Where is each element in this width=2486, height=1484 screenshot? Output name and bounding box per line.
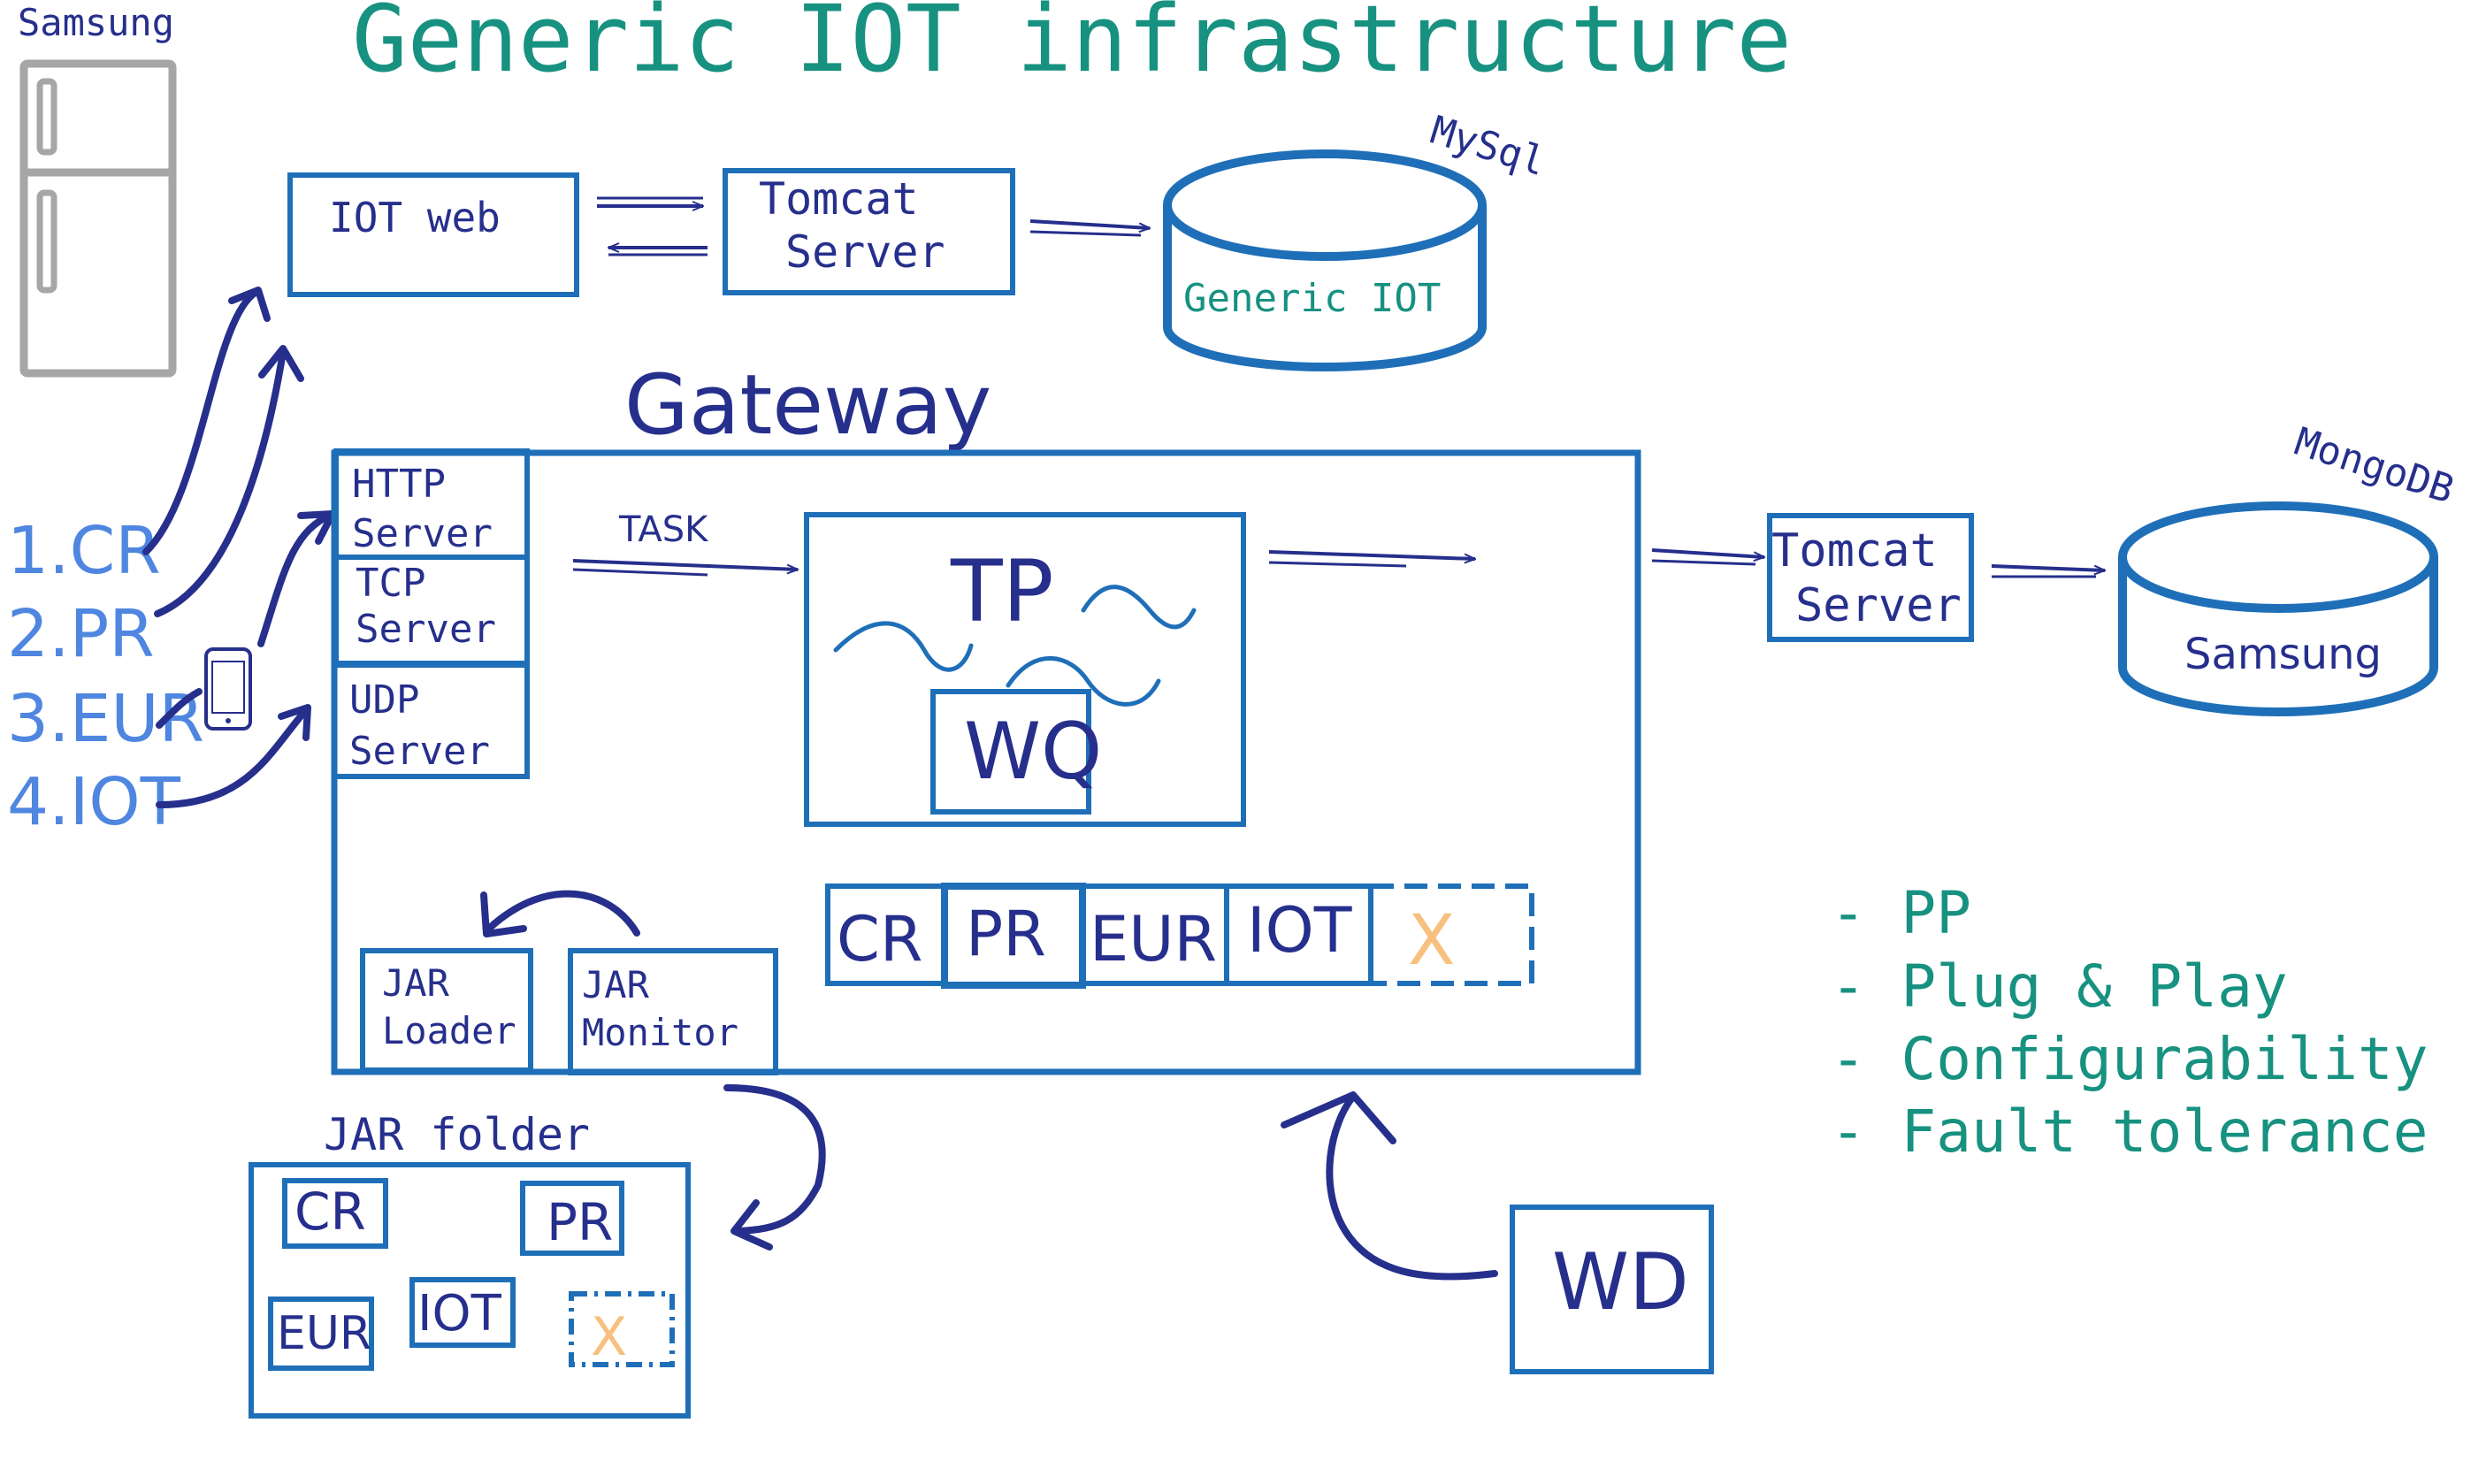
mongodb-database-icon <box>2118 501 2438 716</box>
plugin-x-label: X <box>1408 901 1455 981</box>
plugin-pr-label: PR <box>966 898 1046 970</box>
request-pr: 2.PR <box>7 596 155 672</box>
jar-folder-box <box>249 1162 691 1419</box>
jar-iot-label: IOT <box>417 1285 502 1342</box>
plugin-eur-label: EUR <box>1090 903 1217 975</box>
monitor-to-loader-arrow <box>487 890 640 937</box>
jar-loader-line1: JAR <box>382 961 450 1005</box>
watchdog-to-gateway-arrow <box>1326 1093 1498 1281</box>
eur-to-http-arrow <box>257 511 335 647</box>
jar-x-label: X <box>591 1306 627 1368</box>
plugin-iot-label: IOT <box>1247 894 1352 967</box>
jar-loader-box <box>360 948 533 1073</box>
monitor-to-folder-arrow <box>723 1084 826 1235</box>
udp-line2: Server <box>349 729 490 774</box>
wd-label: WD <box>1552 1236 1689 1327</box>
cr-to-iot-web-arrow <box>142 288 260 555</box>
watchdog-box <box>1510 1205 1714 1374</box>
thread-wave-icons <box>833 585 1197 707</box>
page-title: Generic IOT infrastructure <box>352 0 1792 93</box>
tomcat-server-top-box <box>723 168 1015 295</box>
mysql-db-name: Generic IOT <box>1183 276 1441 321</box>
task-label: TASK <box>618 509 709 550</box>
request-iot: 4.IOT <box>7 764 181 840</box>
plugin-x-box <box>1368 884 1534 986</box>
jar-iot-box <box>409 1277 516 1348</box>
jar-monitor-line1: JAR <box>582 963 650 1006</box>
tomcat-right-line1: Tomcat <box>1771 524 1938 578</box>
tomcat-to-mysql-arrow <box>1029 219 1150 228</box>
feature-configurability: - Configurability <box>1831 1025 2429 1093</box>
jar-cr-label: CR <box>294 1182 366 1242</box>
udp-server-box <box>332 662 530 779</box>
request-eur: 3.EUR <box>7 681 204 757</box>
jar-folder-title: JAR folder <box>324 1109 590 1160</box>
plugin-row <box>825 883 1534 989</box>
iot-web-label: IOT web <box>329 194 501 241</box>
pr-to-phone-arrow <box>156 688 203 729</box>
feature-plug-and-play: - Plug & Play <box>1831 952 2288 1021</box>
feature-pp: - PP <box>1831 879 1971 947</box>
task-arrow <box>572 559 798 570</box>
jar-eur-label: EUR <box>277 1307 371 1360</box>
tcp-line2: Server <box>356 607 496 652</box>
plugin-iot-box <box>1224 884 1373 986</box>
feature-fault-tolerance: - Fault tolerance <box>1831 1098 2429 1166</box>
tomcat-right-line2: Server <box>1795 579 1962 632</box>
tomcat-server-right-box <box>1767 513 1974 642</box>
tomcat-to-mongodb-arrow <box>1991 564 2105 570</box>
tomcat-top-line2: Server <box>785 226 945 278</box>
jar-monitor-box <box>568 948 778 1075</box>
jar-monitor-line2: Monitor <box>582 1011 738 1054</box>
wq-label: WQ <box>964 706 1102 797</box>
jar-pr-label: PR <box>547 1192 613 1252</box>
iot-web-box <box>287 172 579 297</box>
jar-eur-box <box>268 1297 374 1371</box>
udp-line1: UDP <box>349 677 419 723</box>
mongodb-engine-label: MongoDB <box>2290 419 2459 513</box>
http-line1: HTTP <box>352 462 446 507</box>
mongodb-db-name: Samsung <box>2184 630 2382 679</box>
jar-x-box <box>569 1291 675 1367</box>
thread-pool-box <box>804 512 1246 827</box>
pr-to-iot-web-arrow <box>154 348 287 617</box>
tp-output-arrow <box>1268 550 1475 559</box>
fridge-brand-label: Samsung <box>18 1 174 44</box>
request-cr: 1.CR <box>7 513 161 589</box>
work-queue-box <box>930 689 1091 815</box>
jar-cr-box <box>282 1178 388 1249</box>
iot-to-udp-arrow <box>156 708 309 808</box>
tomcat-top-line1: Tomcat <box>759 173 919 225</box>
http-line2: Server <box>352 511 493 556</box>
plugin-cr-label: CR <box>837 903 923 975</box>
gateway-title: Gateway <box>624 357 991 454</box>
tp-label: TP <box>950 542 1054 641</box>
smartphone-icon <box>204 647 252 731</box>
tcp-line1: TCP <box>356 561 425 606</box>
refrigerator-icon <box>19 59 177 378</box>
jar-loader-line2: Loader <box>382 1009 516 1052</box>
mysql-database-icon <box>1163 149 1487 371</box>
jar-pr-box <box>520 1181 624 1256</box>
gateway-to-tomcat-arrow <box>1651 548 1764 557</box>
